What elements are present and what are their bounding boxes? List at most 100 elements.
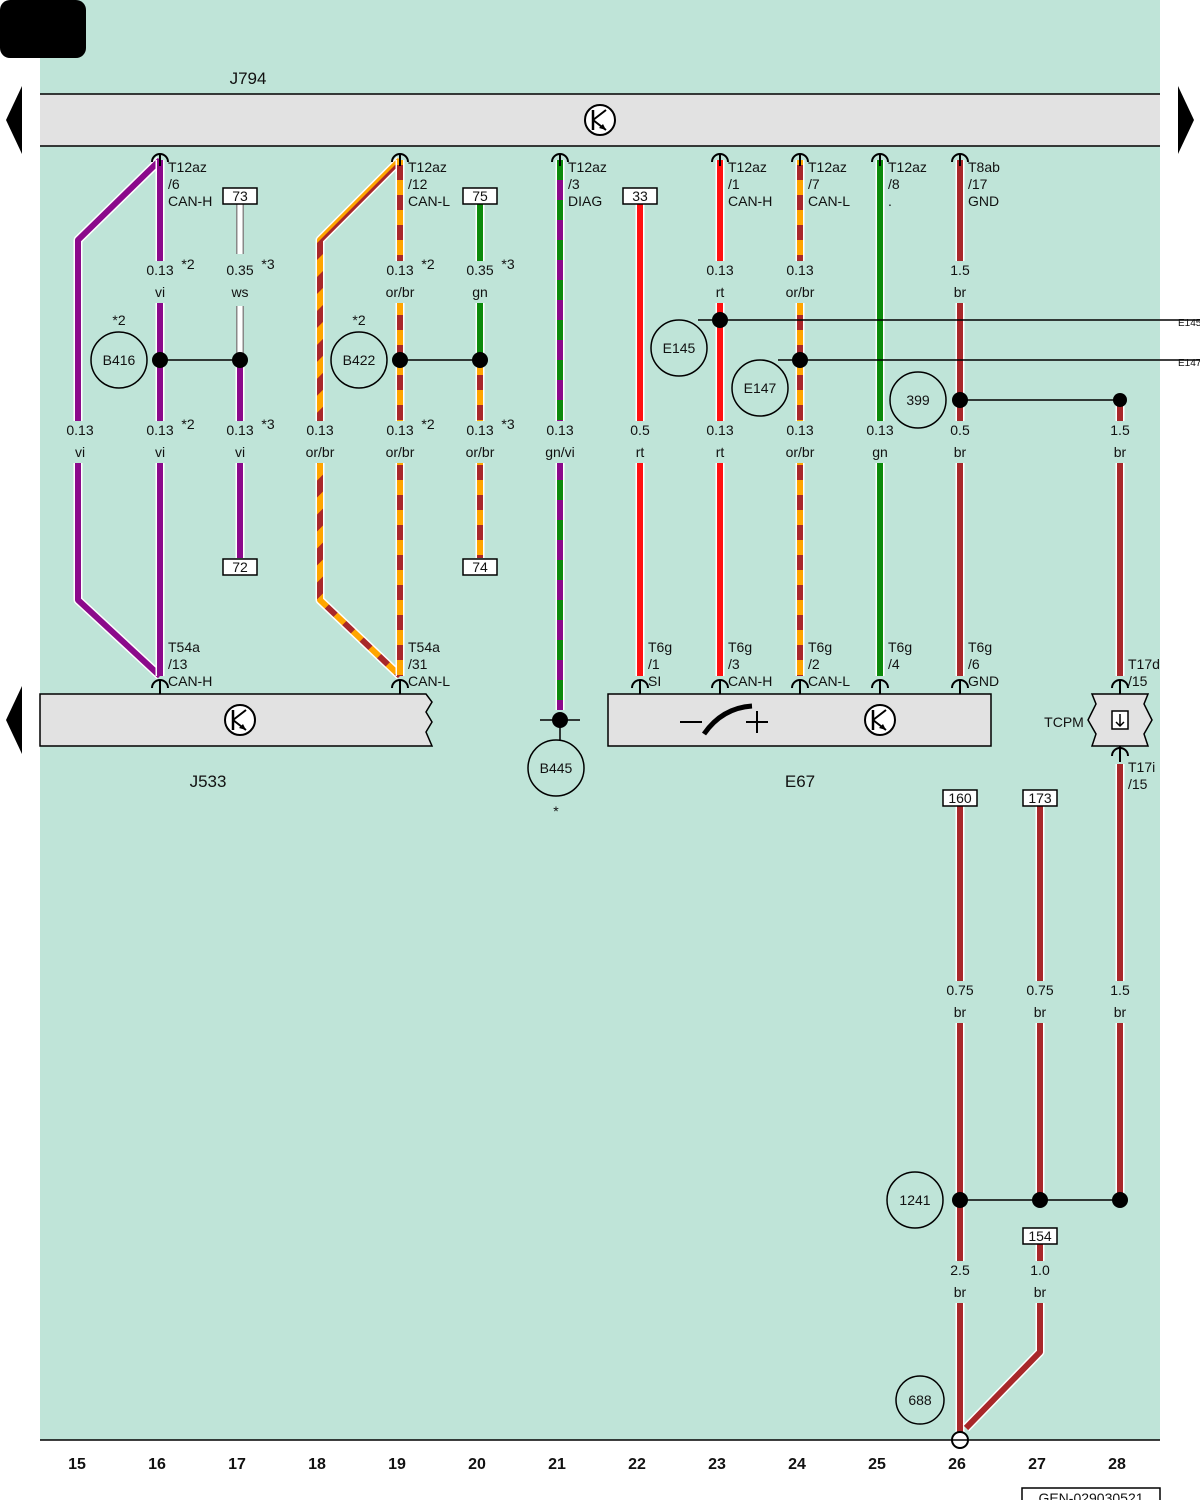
wire-size-label: 0.75 <box>946 982 973 998</box>
component-circle-label: 399 <box>906 392 930 408</box>
component-circle-label: 688 <box>908 1392 932 1408</box>
component-circle <box>889 371 947 429</box>
reference-box <box>622 187 658 205</box>
nav-right-arrow-icon[interactable] <box>1178 86 1194 154</box>
track-number: 24 <box>788 1456 806 1473</box>
wire-size-label: 0.5 <box>950 422 970 438</box>
connector-label: T12az <box>408 159 447 175</box>
wire-size-label: 0.13 <box>146 422 173 438</box>
track-number: 25 <box>868 1456 886 1473</box>
wire-note: *2 <box>421 256 434 272</box>
wire-label-backdrop <box>940 981 980 1023</box>
reference-box-label: 73 <box>232 188 248 204</box>
connector-label: /4 <box>888 656 900 672</box>
module-e67-label: E67 <box>785 772 815 791</box>
wire-label-backdrop <box>140 261 180 303</box>
wire-color-label: or/br <box>786 284 815 300</box>
transistor-icon <box>224 704 256 736</box>
nav-left-arrow-icon[interactable] <box>6 686 22 754</box>
connector-label: T6g <box>968 639 992 655</box>
component-circle-label: B416 <box>103 352 136 368</box>
wire-size-label: 1.0 <box>1030 1262 1050 1278</box>
connector-label: T12az <box>808 159 847 175</box>
connector-label: . <box>888 193 892 209</box>
reference-box-label: 33 <box>632 188 648 204</box>
connector-label: CAN-L <box>408 193 450 209</box>
wire-color-label: br <box>954 1284 967 1300</box>
component-b445-note: * <box>553 803 559 819</box>
wire-label-backdrop <box>940 261 980 303</box>
component-circle-label: E145 <box>663 340 696 356</box>
wire-color-label: br <box>954 1004 967 1020</box>
wire-color-label: or/br <box>306 444 335 460</box>
wire-size-label: 0.13 <box>146 262 173 278</box>
wire-size-label: 0.13 <box>706 422 733 438</box>
component-circle <box>650 319 708 377</box>
wire-color-label: gn <box>872 444 888 460</box>
wire-note: *3 <box>261 256 274 272</box>
page-tab[interactable] <box>0 0 86 58</box>
wire-color-label: vi <box>75 444 85 460</box>
component-circle <box>90 331 148 389</box>
component-circle-note: *2 <box>352 312 365 328</box>
connector-label: GND <box>968 193 999 209</box>
nav-left-arrow-icon[interactable] <box>6 86 22 154</box>
wire-color-label: ws <box>230 284 248 300</box>
connector-label: GND <box>968 673 999 689</box>
connector-label: /1 <box>728 176 740 192</box>
wire-label-backdrop <box>300 421 340 463</box>
reference-box-label: 75 <box>472 188 488 204</box>
wire-color-label: vi <box>235 444 245 460</box>
connector-label: CAN-L <box>808 673 850 689</box>
reference-box-label: 160 <box>948 790 972 806</box>
wire-color-label: rt <box>636 444 645 460</box>
wire-color-label: rt <box>716 284 725 300</box>
connector-label: T12az <box>728 159 767 175</box>
connector-label: T8ab <box>968 159 1000 175</box>
wire-size-label: 0.13 <box>706 262 733 278</box>
wire-size-label: 0.13 <box>866 422 893 438</box>
connector-label: /1 <box>648 656 660 672</box>
wire-size-label: 0.13 <box>226 422 253 438</box>
wire-label-backdrop <box>60 421 100 463</box>
connector-label: CAN-L <box>408 673 450 689</box>
track-number: 18 <box>308 1456 326 1473</box>
wire-note: *2 <box>181 416 194 432</box>
track-number: 27 <box>1028 1456 1046 1473</box>
track-number: 17 <box>228 1456 246 1473</box>
wire-size-label: 0.13 <box>546 422 573 438</box>
connector-label: T12az <box>168 159 207 175</box>
wire-size-label: 0.13 <box>786 422 813 438</box>
connector-label: /15 <box>1128 673 1148 689</box>
connector-label: /8 <box>888 176 900 192</box>
reference-box-label: 74 <box>472 559 488 575</box>
reference-box-label: 154 <box>1028 1228 1052 1244</box>
reference-box <box>942 789 978 807</box>
component-circle <box>895 1375 945 1425</box>
wire-label-backdrop <box>1020 1261 1060 1303</box>
track-number: 23 <box>708 1456 726 1473</box>
track-number: 28 <box>1108 1456 1126 1473</box>
wire-label-backdrop <box>700 421 740 463</box>
wire-vi <box>75 157 163 679</box>
track-number: 20 <box>468 1456 486 1473</box>
wire-color-label: br <box>954 444 967 460</box>
wire-label-backdrop <box>540 421 580 463</box>
wire-size-label: 0.35 <box>466 262 493 278</box>
junction-lines <box>160 319 1200 1201</box>
connector-label: CAN-H <box>728 193 772 209</box>
wire-label-backdrop <box>1020 981 1060 1023</box>
gauge-icon <box>680 703 768 736</box>
component-circle <box>330 331 388 389</box>
wire-size-label: 0.35 <box>226 262 253 278</box>
wire-label-backdrop <box>940 1261 980 1303</box>
connector-label: /3 <box>568 176 580 192</box>
connector-label: T17i <box>1128 759 1155 775</box>
connector-label: /7 <box>808 176 820 192</box>
module-tcpm-label: TCPM <box>1044 714 1084 730</box>
wire-size-label: 0.13 <box>386 262 413 278</box>
wire-color-label: br <box>1114 1004 1127 1020</box>
wire-label-backdrop <box>460 421 500 463</box>
track-number: 16 <box>148 1456 166 1473</box>
